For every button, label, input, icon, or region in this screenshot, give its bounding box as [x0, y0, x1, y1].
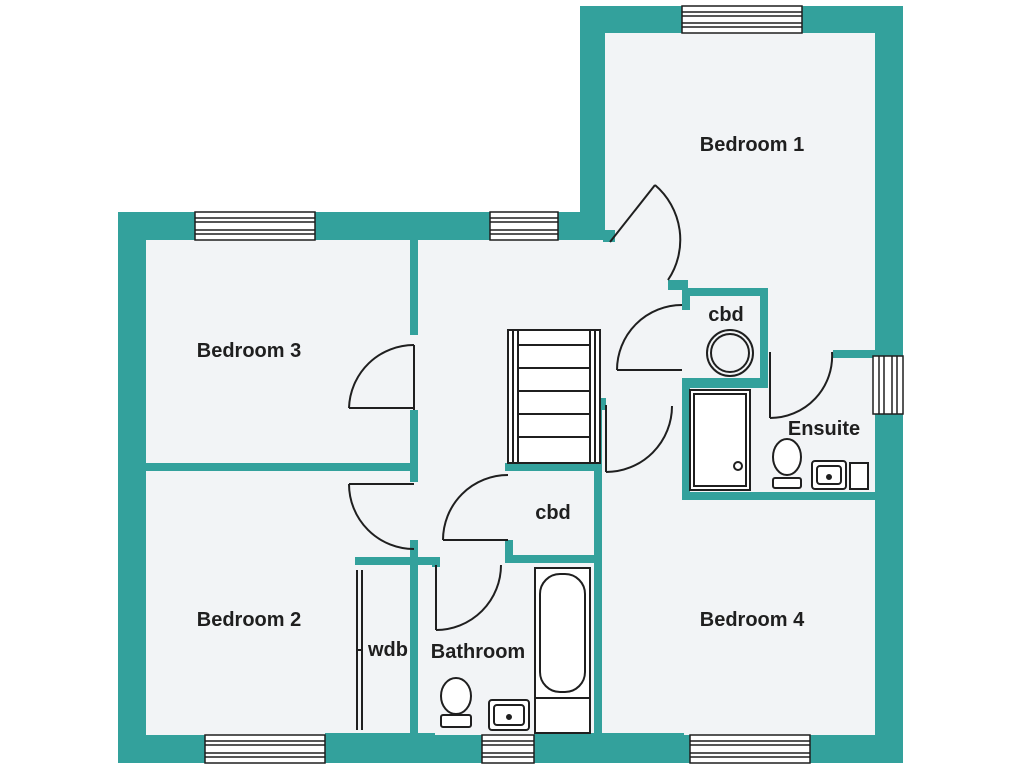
doors	[348, 184, 834, 631]
door-bathroom	[435, 564, 502, 631]
bathroom-toilet	[440, 677, 472, 728]
window-landing-top	[489, 211, 559, 241]
door-landing-cupboard	[442, 474, 509, 541]
window-bedroom1-top	[681, 5, 803, 34]
wall-thickening	[325, 733, 684, 763]
window-bedroom3-top	[194, 211, 316, 241]
door-bedroom4	[605, 405, 673, 473]
bath	[534, 567, 591, 734]
window-bedroom2-bottom	[204, 734, 326, 764]
door-bedroom3	[348, 344, 415, 410]
label-bedroom4: Bedroom 4	[700, 609, 805, 631]
label-bedroom2: Bedroom 2	[197, 609, 301, 631]
label-bedroom3: Bedroom 3	[197, 340, 301, 362]
label-bedroom1: Bedroom 1	[700, 134, 804, 156]
ensuite-toilet	[772, 438, 802, 489]
window-bathroom-bottom	[481, 734, 535, 764]
staircase	[507, 329, 601, 464]
windows	[194, 5, 904, 764]
label-wardrobe: wdb	[367, 639, 408, 661]
door-cupboard-top	[616, 304, 683, 371]
hot-water-cylinder	[706, 329, 754, 377]
window-ensuite-side	[872, 355, 904, 415]
window-bedroom4-bottom	[689, 734, 811, 764]
shower-tray	[689, 389, 751, 491]
door-bedroom2	[348, 483, 415, 550]
label-ensuite: Ensuite	[788, 418, 860, 440]
label-cupboard-landing: cbd	[535, 502, 571, 524]
room-labels: Bedroom 1 Bedroom 3 Bedroom 2 Bedroom 4 …	[197, 134, 860, 663]
label-bathroom: Bathroom	[431, 641, 525, 663]
door-ensuite	[769, 351, 834, 420]
bathroom-basin	[488, 699, 530, 731]
label-cupboard-top: cbd	[708, 304, 744, 326]
door-bedroom1	[609, 184, 682, 281]
ensuite-basin	[811, 460, 869, 490]
wardrobe-doors	[356, 570, 363, 730]
